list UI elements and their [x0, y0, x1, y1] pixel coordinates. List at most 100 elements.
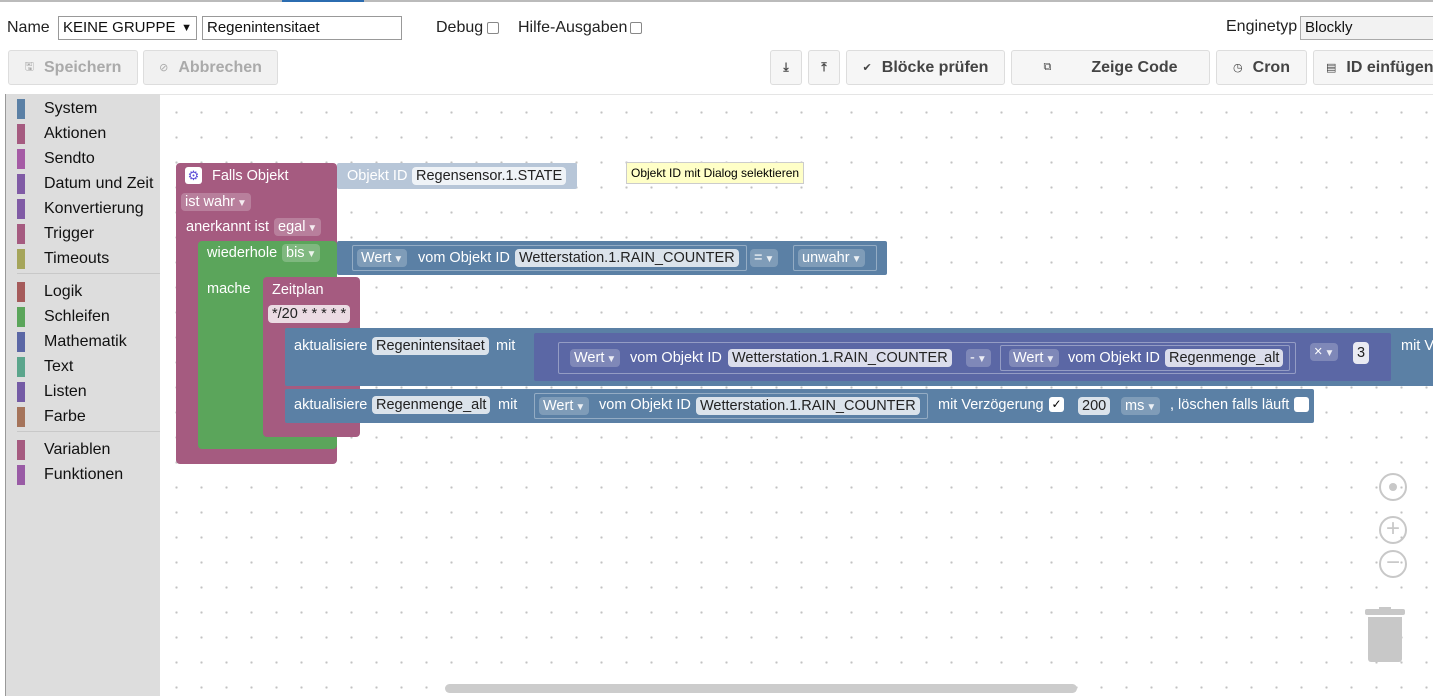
group-select-value: KEINE GRUPPE [63, 19, 176, 36]
engine-label: Enginetyp [1226, 18, 1298, 35]
delay-checkbox[interactable]: ✓ [1049, 397, 1064, 412]
show-code-label: Zeige Code [1091, 58, 1178, 76]
update2-object-id[interactable]: Wetterstation.1.RAIN_COUNTER [696, 397, 920, 415]
update2-mit: mit [498, 397, 518, 413]
tooltip: Objekt ID mit Dialog selektieren [626, 162, 805, 184]
toolbox-category-variablen[interactable]: Variablen [6, 439, 161, 461]
loop-mode-dropdown[interactable]: bis▼ [282, 244, 321, 262]
update2-unit: ms [1125, 398, 1145, 414]
chevron-down-icon: ▼ [1324, 348, 1335, 359]
update1-object-id-2[interactable]: Regenmenge_alt [1165, 349, 1284, 367]
update1-vom2: vom Objekt ID [1068, 350, 1160, 366]
schedule-label: Zeitplan [272, 282, 324, 298]
category-color-bar [17, 407, 25, 427]
trigger-title: Falls Objekt [212, 168, 289, 184]
export-button[interactable]: ⤓ [770, 50, 802, 85]
toolbox-category-timeouts[interactable]: Timeouts [6, 248, 161, 270]
zoom-out-icon[interactable]: − [1379, 550, 1407, 578]
toolbox-category-logik[interactable]: Logik [6, 281, 161, 303]
insert-id-label: ID einfügen [1346, 58, 1433, 76]
update2-value-dropdown[interactable]: Wert▼ [539, 397, 590, 415]
update1-value2-dropdown[interactable]: Wert▼ [1009, 349, 1060, 367]
toolbox-category-farbe[interactable]: Farbe [6, 406, 161, 428]
zoom-in-icon[interactable]: + [1379, 516, 1407, 544]
update1-operator[interactable]: -▼ [966, 349, 991, 367]
update1-trailing: mit V [1401, 338, 1433, 354]
toolbox-category-aktionen[interactable]: Aktionen [6, 123, 161, 145]
toolbox-category-datum-und-zeit[interactable]: Datum und Zeit [6, 173, 161, 195]
update1-variable[interactable]: Regenintensitaet [372, 337, 489, 355]
category-color-bar [17, 282, 25, 302]
category-label: Farbe [44, 408, 86, 425]
insert-id-button[interactable]: ▤ID einfügen [1313, 50, 1433, 85]
help-label: Hilfe-Ausgaben [518, 19, 628, 36]
update1-second-value-block [1000, 345, 1290, 371]
category-color-bar [17, 440, 25, 460]
update1-object-id-1[interactable]: Wetterstation.1.RAIN_COUNTER [728, 349, 952, 367]
toolbox-category-konvertierung[interactable]: Konvertierung [6, 198, 161, 220]
loop-cond-object-id[interactable]: Wetterstation.1.RAIN_COUNTER [515, 249, 739, 267]
script-name-input[interactable]: Regenintensitaet [202, 16, 402, 40]
category-label: Mathematik [44, 333, 127, 350]
ack-dropdown[interactable]: egal▼ [274, 218, 322, 236]
gear-icon[interactable]: ⚙ [185, 167, 202, 184]
chevron-down-icon: ▼ [1045, 354, 1056, 365]
update1-label: aktualisiere [294, 338, 368, 354]
update2-variable[interactable]: Regenmenge_alt [372, 396, 491, 414]
save-button[interactable]: 🖫Speichern [8, 50, 138, 85]
update2-delay-value[interactable]: 200 [1078, 397, 1111, 415]
category-label: Konvertierung [44, 200, 144, 217]
loop-cond-bool-dropdown[interactable]: unwahr▼ [798, 249, 866, 267]
update2-value-block [534, 393, 928, 419]
help-checkbox[interactable] [630, 22, 642, 34]
toolbox-category-mathematik[interactable]: Mathematik [6, 331, 161, 353]
category-label: Variablen [44, 441, 111, 458]
toolbox-category-listen[interactable]: Listen [6, 381, 161, 403]
toolbox-category-text[interactable]: Text [6, 356, 161, 378]
toolbox-category-schleifen[interactable]: Schleifen [6, 306, 161, 328]
loop-cond-operator[interactable]: =▼ [750, 249, 779, 267]
multiply-operator[interactable]: ×▼ [1310, 343, 1339, 361]
update1-value-dropdown[interactable]: Wert▼ [570, 349, 621, 367]
center-icon[interactable] [1379, 473, 1407, 501]
chevron-down-icon: ▼ [606, 354, 617, 365]
trash-icon[interactable] [1365, 607, 1405, 663]
chevron-down-icon: ▼ [393, 254, 404, 265]
chevron-down-icon: ▼ [1146, 402, 1157, 413]
cron-button[interactable]: ◷Cron [1216, 50, 1307, 85]
trash-body [1368, 617, 1402, 662]
debug-checkbox[interactable] [487, 22, 499, 34]
trash-handle [1379, 607, 1391, 610]
loop-cond-operator-value: = [754, 250, 763, 266]
category-label: Text [44, 358, 74, 375]
condition-dropdown[interactable]: ist wahr▼ [181, 193, 251, 211]
blockly-workspace[interactable]: ⚙ Falls Objekt Objekt ID Regensensor.1.S… [160, 94, 1433, 696]
toolbox-category-system[interactable]: System [6, 98, 161, 120]
show-code-button[interactable]: ⧉Zeige Code [1011, 50, 1210, 85]
group-select[interactable]: KEINE GRUPPE▼ [58, 16, 197, 40]
toolbox-separator [17, 273, 161, 274]
toolbox-category-trigger[interactable]: Trigger [6, 223, 161, 245]
schedule-cron[interactable]: */20 * * * * * [268, 305, 351, 323]
toolbox-category-funktionen[interactable]: Funktionen [6, 464, 161, 486]
multiply-number[interactable]: 3 [1353, 342, 1370, 364]
horizontal-scrollbar[interactable] [445, 684, 1077, 693]
engine-select[interactable]: Blockly [1300, 16, 1433, 40]
update2-clear-label: , löschen falls läuft [1170, 397, 1290, 413]
import-button[interactable]: ⤒ [808, 50, 840, 85]
loop-cond-value-dropdown[interactable]: Wert▼ [357, 249, 408, 267]
category-label: System [44, 100, 98, 117]
cancel-button[interactable]: ⊘Abbrechen [143, 50, 278, 85]
update1-value2: Wert [1013, 350, 1044, 366]
chevron-down-icon: ▼ [764, 254, 775, 265]
trigger-object-id[interactable]: Regensensor.1.STATE [412, 167, 567, 185]
category-label: Aktionen [44, 125, 107, 142]
check-blocks-button[interactable]: ✔Blöcke prüfen [846, 50, 1005, 85]
update2-vom: vom Objekt ID [599, 397, 691, 413]
save-label: Speichern [44, 58, 122, 76]
toolbox-category-sendto[interactable]: Sendto [6, 148, 161, 170]
clear-checkbox[interactable] [1294, 397, 1309, 412]
update2-unit-dropdown[interactable]: ms▼ [1121, 397, 1161, 415]
category-label: Datum und Zeit [44, 175, 154, 192]
